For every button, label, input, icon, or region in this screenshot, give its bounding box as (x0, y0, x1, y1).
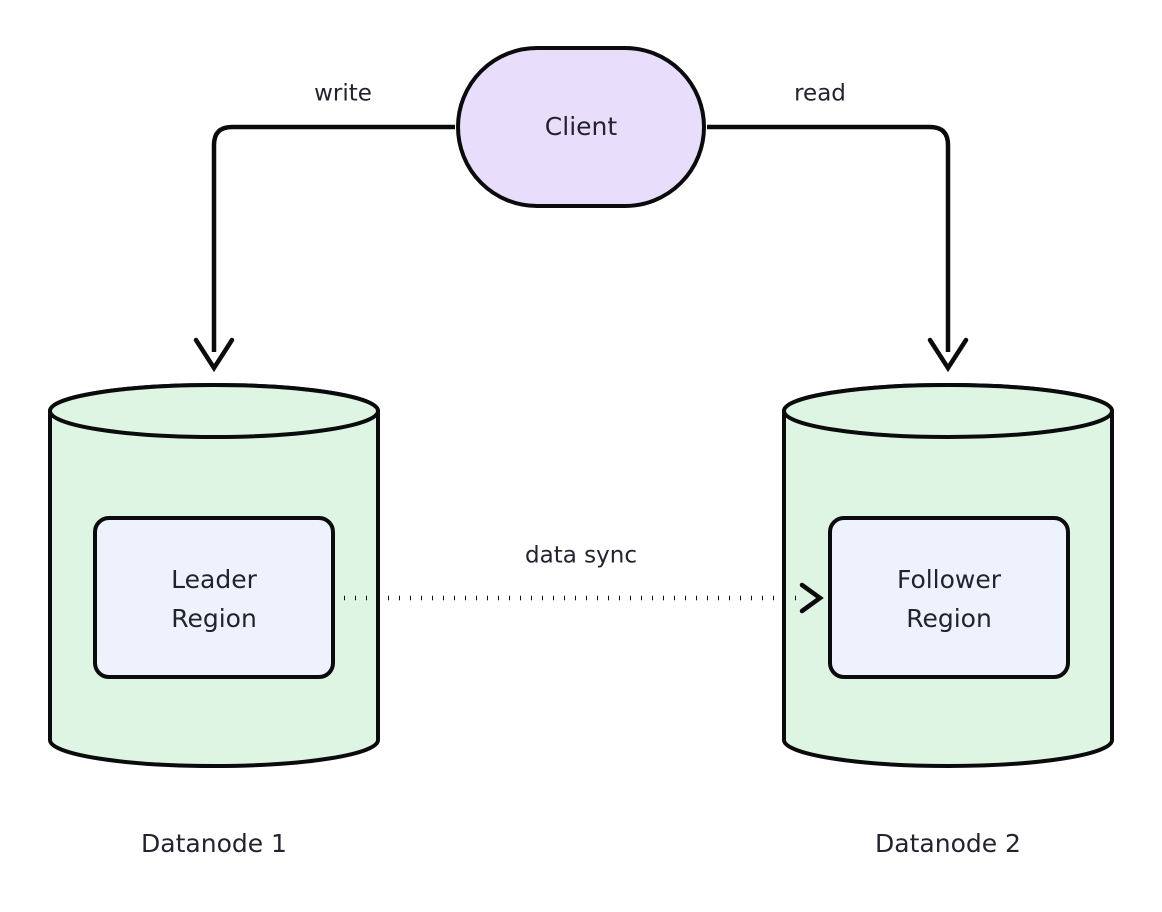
datanode-1-cylinder-top (48, 383, 380, 439)
datanode-1[interactable]: Leader Region Datanode 1 (48, 383, 380, 858)
datanode-2-cylinder-top (782, 383, 1114, 439)
edge-write-label: write (314, 81, 372, 107)
follower-region[interactable]: Follower Region (828, 516, 1070, 679)
edge-read-path (707, 124, 951, 352)
edge-write-path (211, 124, 455, 352)
edge-read: read (707, 81, 969, 373)
edge-data-sync: data sync (344, 543, 824, 614)
follower-region-label-line2: Region (906, 604, 992, 633)
leader-region-box[interactable] (93, 516, 335, 679)
client-node[interactable]: Client (456, 46, 706, 208)
datanode-2[interactable]: Follower Region Datanode 2 (782, 383, 1114, 858)
leader-region-label-line1: Leader (171, 565, 257, 594)
edge-write-arrowhead (193, 337, 235, 373)
follower-region-label-line1: Follower (897, 565, 1002, 594)
follower-region-box[interactable] (828, 516, 1070, 679)
datanode-2-caption: Datanode 2 (875, 829, 1021, 858)
edge-data-sync-arrowhead (799, 582, 824, 614)
client-node-shape[interactable] (456, 46, 706, 208)
client-node-label: Client (545, 112, 618, 141)
edge-data-sync-label: data sync (525, 543, 637, 569)
leader-region[interactable]: Leader Region (93, 516, 335, 679)
leader-region-label-line2: Region (171, 604, 257, 633)
edge-write: write (193, 81, 455, 373)
datanode-1-caption: Datanode 1 (141, 829, 287, 858)
edge-read-label: read (794, 81, 846, 107)
edge-read-arrowhead (927, 337, 969, 373)
